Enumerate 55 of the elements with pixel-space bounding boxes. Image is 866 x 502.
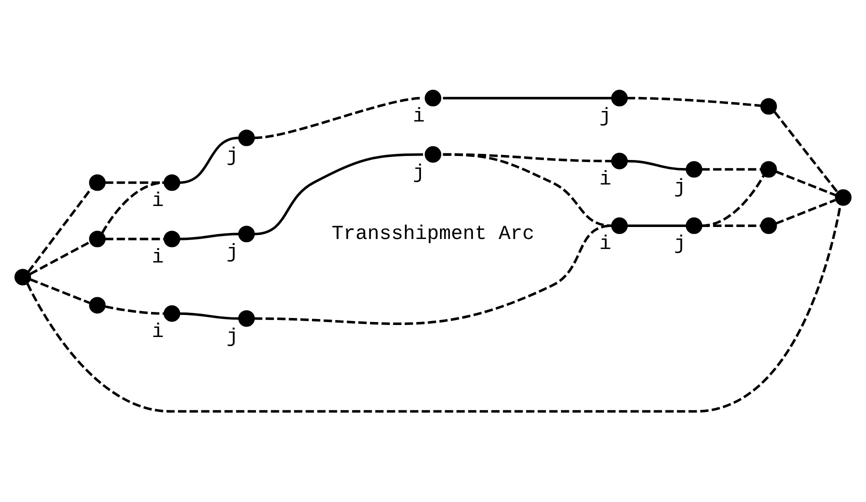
node-circle xyxy=(89,174,106,191)
connector xyxy=(27,186,93,273)
node-circle xyxy=(238,226,255,242)
node-label: i xyxy=(152,320,164,343)
node-circle xyxy=(238,310,255,327)
node-circle xyxy=(611,90,628,106)
connector xyxy=(104,305,164,315)
node-label: i xyxy=(599,232,612,256)
connector xyxy=(702,224,761,227)
node-label: j xyxy=(226,144,238,168)
connector xyxy=(29,240,91,276)
node-label: j xyxy=(226,240,238,264)
node-circle xyxy=(164,305,180,322)
node-circle xyxy=(164,174,180,191)
connector xyxy=(442,153,612,227)
node-circle xyxy=(686,217,702,234)
connector xyxy=(105,238,164,240)
node-circle xyxy=(686,161,702,178)
node-circle xyxy=(834,189,852,206)
node-circle xyxy=(611,152,628,170)
connector xyxy=(775,170,836,196)
node-circle xyxy=(424,90,442,106)
node-circle xyxy=(14,268,32,286)
connector xyxy=(775,198,836,225)
connector xyxy=(626,224,687,227)
label: Transshipment Arc xyxy=(332,222,534,246)
connector xyxy=(179,312,240,320)
connector xyxy=(30,278,90,304)
connector xyxy=(179,136,240,184)
connector xyxy=(179,232,240,240)
node-label: i xyxy=(152,245,164,268)
node-label: i xyxy=(412,104,425,128)
node-label: i xyxy=(599,167,612,190)
connector xyxy=(701,174,765,227)
connector xyxy=(626,96,762,108)
node-circle xyxy=(760,161,777,178)
node-circle xyxy=(238,130,255,146)
node-label: j xyxy=(226,324,238,348)
node-label: j xyxy=(674,232,686,256)
node-label: i xyxy=(152,188,164,212)
node-label: j xyxy=(412,160,425,184)
node-circle xyxy=(424,146,442,163)
node-label: j xyxy=(674,176,686,199)
node-circle xyxy=(611,217,628,234)
node-label: j xyxy=(599,104,612,128)
connector xyxy=(626,160,687,171)
node-circle xyxy=(89,297,106,314)
node-circle xyxy=(89,230,106,248)
connector xyxy=(442,96,612,100)
connector xyxy=(254,153,424,236)
node-circle xyxy=(760,98,777,115)
connector xyxy=(101,181,165,234)
node-circle xyxy=(164,230,180,248)
connector xyxy=(774,111,838,194)
node-circle xyxy=(760,217,777,234)
